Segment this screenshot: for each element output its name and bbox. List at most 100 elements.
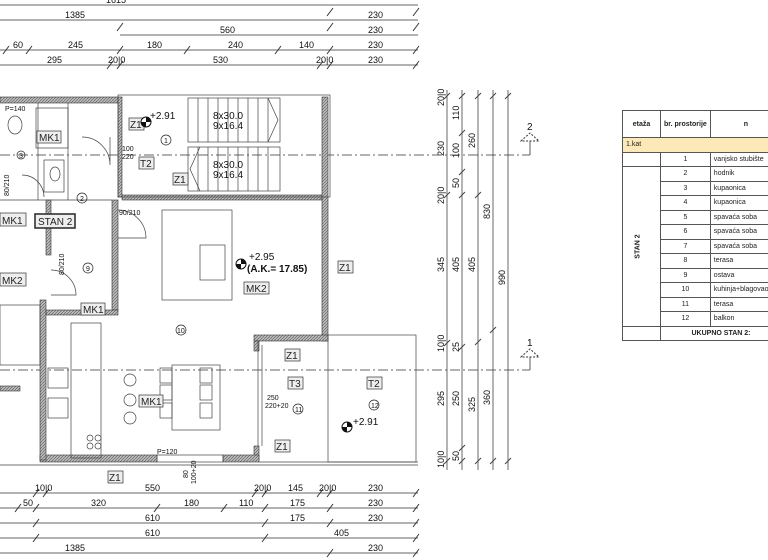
- svg-text:25: 25: [451, 342, 461, 352]
- svg-text:140: 140: [299, 40, 314, 50]
- tag-z1: Z1: [286, 351, 298, 362]
- stair-spec: 9x16.4: [213, 170, 243, 181]
- stair-spec: 9x16.4: [213, 121, 243, 132]
- room-number: 2: [80, 196, 84, 203]
- room-number: 12: [371, 403, 379, 410]
- svg-text:260: 260: [467, 133, 477, 148]
- tag-mk1: MK1: [83, 305, 104, 316]
- svg-text:1385: 1385: [65, 543, 85, 553]
- svg-text:230: 230: [368, 55, 383, 65]
- svg-text:175: 175: [290, 513, 305, 523]
- svg-text:1: 1: [527, 338, 533, 349]
- right-dimension-lines: [443, 90, 512, 470]
- right-dimension-labels: 20|0 230 20|0 345 10|0 295 10|0 110 100 …: [436, 89, 507, 468]
- tag-mk2: MK2: [2, 276, 23, 287]
- svg-text:110: 110: [451, 106, 461, 120]
- section-arrow-icon: [519, 348, 541, 358]
- door-size: 90/210: [119, 210, 141, 217]
- svg-text:180: 180: [147, 40, 162, 50]
- svg-text:230: 230: [368, 40, 383, 50]
- window-size: P=120: [157, 449, 178, 456]
- tag-t3: T3: [289, 379, 301, 390]
- svg-text:1615: 1615: [106, 0, 126, 5]
- svg-text:20|0: 20|0: [319, 483, 336, 493]
- room-number: 10: [177, 328, 185, 335]
- svg-text:230: 230: [368, 513, 383, 523]
- svg-text:20|0: 20|0: [436, 89, 446, 106]
- svg-text:990: 990: [497, 270, 507, 285]
- svg-text:230: 230: [368, 483, 383, 493]
- tag-z1: Z1: [339, 263, 351, 274]
- svg-text:230: 230: [368, 543, 383, 553]
- absolute-level: (A.K.= 17.85): [247, 264, 307, 275]
- svg-text:175: 175: [290, 498, 305, 508]
- section-arrow-icon: [519, 132, 541, 142]
- svg-text:610: 610: [145, 513, 160, 523]
- tag-t2: T2: [368, 379, 380, 390]
- tag-mk2: MK2: [246, 284, 267, 295]
- svg-text:405: 405: [467, 257, 477, 272]
- staircase: [187, 97, 281, 192]
- svg-text:1385: 1385: [65, 10, 85, 20]
- total-row: UKUPNO STAN 2:: [622, 325, 768, 341]
- door-size: 80/210: [4, 174, 11, 196]
- header-etaza: etaža: [622, 110, 661, 138]
- sill-height: 100+20: [191, 460, 198, 484]
- svg-text:530: 530: [213, 55, 228, 65]
- header-room-no: br. prostorije: [660, 110, 711, 138]
- door-size: 80/210: [59, 253, 66, 275]
- svg-text:250: 250: [451, 391, 461, 406]
- svg-text:110: 110: [239, 498, 253, 508]
- tag-mk1: MK1: [39, 133, 60, 144]
- svg-text:10|0: 10|0: [436, 335, 446, 352]
- floor-label: 1.kat: [622, 137, 768, 153]
- door-height: 220: [122, 154, 134, 161]
- section-line-1: 1: [0, 338, 541, 371]
- svg-text:20|0: 20|0: [316, 55, 333, 65]
- room-number: 1: [164, 138, 168, 145]
- tag-z1: Z1: [276, 442, 288, 453]
- section-line-2: 2: [0, 122, 541, 156]
- level-marker-icon: [140, 116, 152, 128]
- bottom-dimension-labels: 10|0 550 20|0 145 20|0 230 50 320 180 11…: [23, 483, 383, 553]
- stair-arrow-icon: [189, 146, 201, 192]
- top-dimension-lines: [0, 4, 420, 70]
- svg-text:230: 230: [368, 498, 383, 508]
- header-name: n: [709, 110, 768, 138]
- svg-text:295: 295: [436, 391, 446, 406]
- sill-height: 80: [183, 470, 190, 478]
- svg-text:20|0: 20|0: [436, 187, 446, 204]
- top-dimension-labels: 1615 1385 230 560 230 60 245 180 240 140…: [13, 0, 383, 65]
- svg-text:230: 230: [368, 10, 383, 20]
- svg-text:295: 295: [47, 55, 62, 65]
- stair-arrow-icon: [267, 97, 279, 143]
- svg-text:50: 50: [23, 498, 33, 508]
- svg-text:240: 240: [228, 40, 243, 50]
- room-number: 3: [19, 153, 23, 160]
- svg-text:10|0: 10|0: [436, 451, 446, 468]
- plan-outlines: [0, 94, 418, 466]
- room-numbers: [16, 134, 380, 415]
- bottom-dimension-lines: [0, 488, 420, 558]
- window-size: P=140: [5, 106, 26, 113]
- apartment-label: STAN 2: [38, 217, 73, 228]
- room-number: 9: [86, 266, 90, 273]
- svg-text:610: 610: [145, 528, 160, 538]
- svg-text:405: 405: [334, 528, 349, 538]
- svg-text:230: 230: [436, 141, 446, 156]
- door-height: 220+20: [265, 403, 289, 410]
- tag-z1: Z1: [109, 473, 121, 484]
- svg-text:830: 830: [482, 204, 492, 219]
- svg-text:360: 360: [482, 390, 492, 405]
- room-number: 11: [295, 407, 302, 414]
- walls: [0, 96, 329, 463]
- svg-text:325: 325: [467, 397, 477, 412]
- svg-text:320: 320: [91, 498, 106, 508]
- tag-z1: Z1: [174, 175, 186, 186]
- total-label: UKUPNO STAN 2:: [660, 325, 768, 341]
